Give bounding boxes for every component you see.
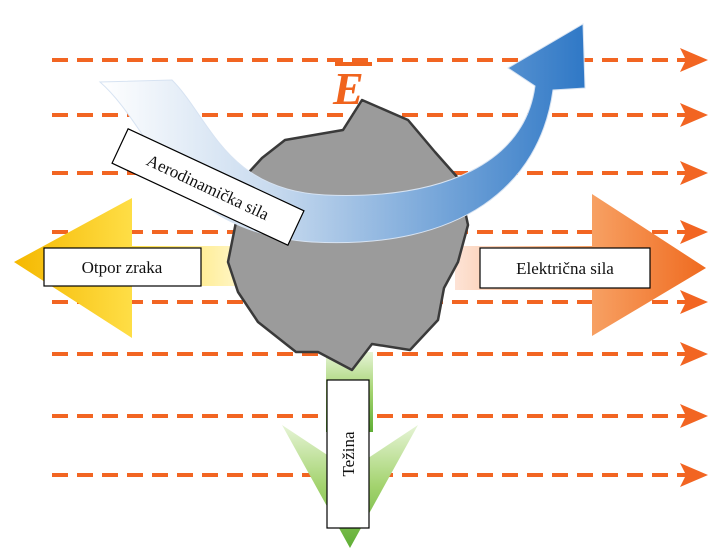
drag-label-box: Otpor zraka — [43, 247, 202, 287]
weight-label: Težina — [339, 431, 358, 477]
weight-label-box: Težina — [326, 379, 370, 529]
electric-label-box: Električna sila — [479, 247, 651, 289]
field-line — [52, 48, 708, 72]
field-line — [52, 342, 708, 366]
field-line — [52, 404, 708, 428]
electric-label: Električna sila — [516, 259, 614, 278]
field-symbol: E — [332, 62, 372, 114]
field-line — [52, 463, 708, 487]
drag-label: Otpor zraka — [82, 258, 163, 277]
field-line — [52, 290, 708, 314]
electric-field-lines — [52, 48, 708, 487]
field-line — [52, 220, 708, 244]
